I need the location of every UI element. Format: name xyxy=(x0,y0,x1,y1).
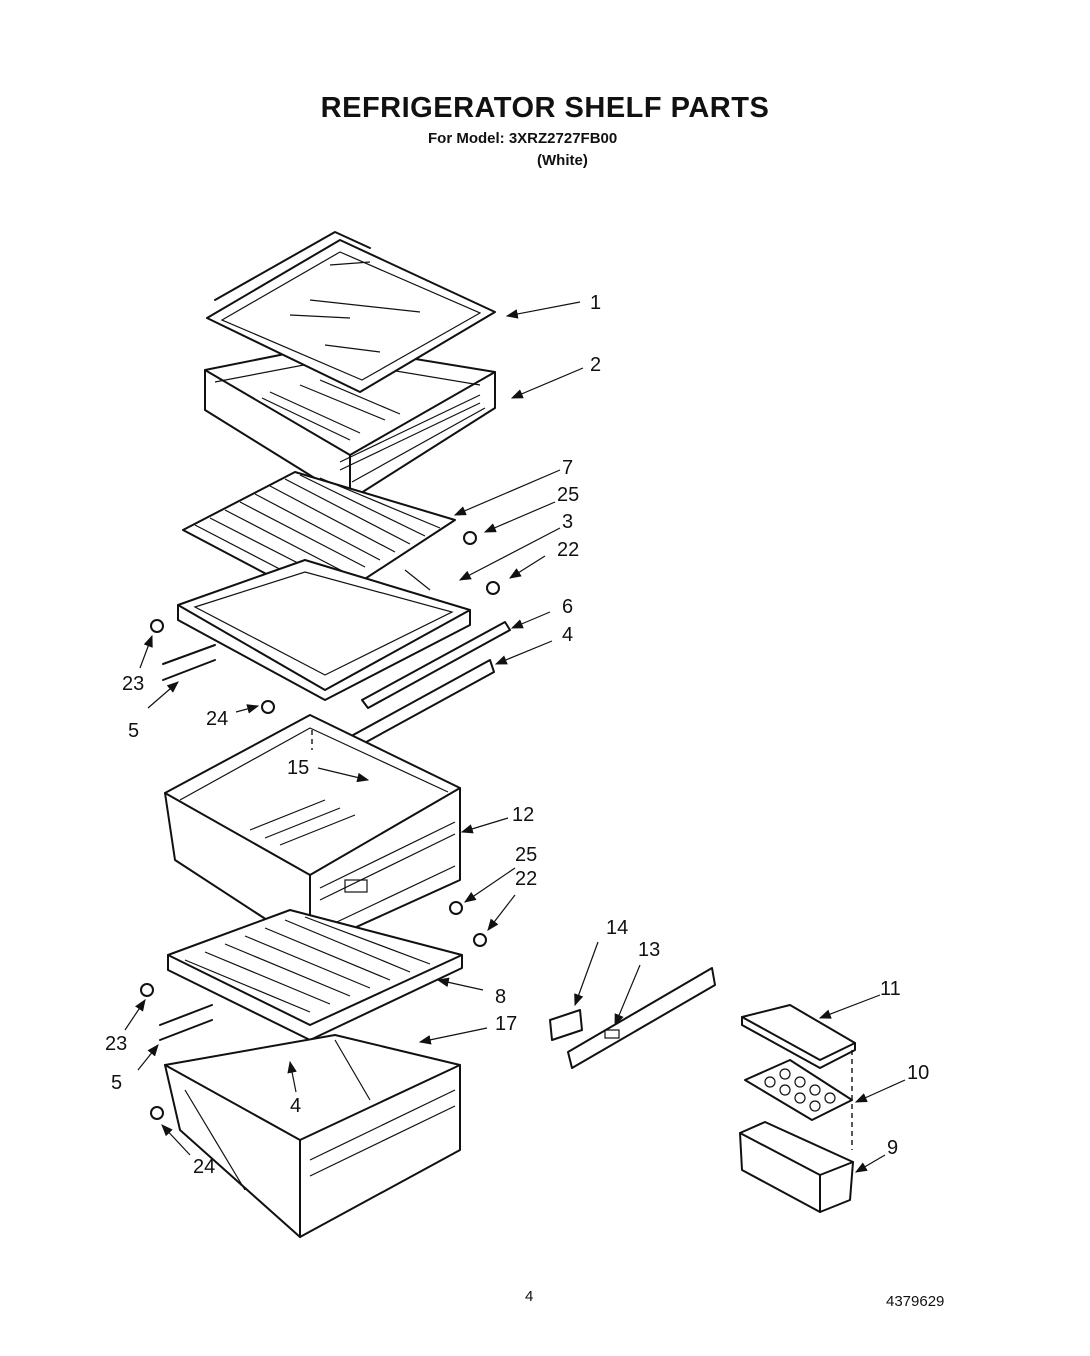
part-1-glass-lid xyxy=(206,231,496,393)
part-9-bin xyxy=(739,1121,854,1213)
part-13-strip xyxy=(567,967,716,1069)
callout-11: 11 xyxy=(880,978,901,1000)
callout-25: 25 xyxy=(515,844,537,866)
callout-14: 14 xyxy=(606,917,628,939)
callout-24: 24 xyxy=(206,708,228,730)
callout-7: 7 xyxy=(562,457,573,479)
callout-23: 23 xyxy=(122,673,144,695)
color-line: (White) xyxy=(537,152,588,169)
callout-22: 22 xyxy=(515,868,537,890)
callout-24: 24 xyxy=(193,1156,215,1178)
callout-15: 15 xyxy=(287,757,309,779)
part-14-bracket xyxy=(549,1009,583,1041)
callout-3: 3 xyxy=(562,511,573,533)
leader-arrows xyxy=(124,301,906,1173)
callout-10: 10 xyxy=(907,1062,929,1084)
callout-1: 1 xyxy=(590,292,601,314)
part-11-cover xyxy=(741,1004,856,1069)
part-6-rail xyxy=(361,621,511,709)
part-17-drawer xyxy=(164,1034,461,1238)
callout-13: 13 xyxy=(638,939,660,961)
callout-5: 5 xyxy=(128,720,139,742)
callout-17: 17 xyxy=(495,1013,517,1035)
callout-8: 8 xyxy=(495,986,506,1008)
callout-4: 4 xyxy=(290,1095,301,1117)
model-line: For Model: 3XRZ2727FB00 xyxy=(428,130,618,147)
document-number: 4379629 xyxy=(886,1293,945,1310)
page-title: REFRIGERATOR SHELF PARTS xyxy=(320,92,770,124)
callout-9: 9 xyxy=(887,1137,898,1159)
callout-2: 2 xyxy=(590,354,601,376)
callout-4: 4 xyxy=(562,624,573,646)
page-number: 4 xyxy=(525,1288,534,1305)
callout-23: 23 xyxy=(105,1033,127,1055)
part-10-egg-tray xyxy=(744,1059,853,1121)
callout-6: 6 xyxy=(562,596,573,618)
part-2-drawer xyxy=(204,344,496,501)
callout-12: 12 xyxy=(512,804,534,826)
part-3-frame xyxy=(162,559,471,701)
callout-25: 25 xyxy=(557,484,579,506)
part-12-pan xyxy=(164,714,461,949)
callout-5: 5 xyxy=(111,1072,122,1094)
callout-22: 22 xyxy=(557,539,579,561)
part-8-shelf xyxy=(159,909,463,1041)
